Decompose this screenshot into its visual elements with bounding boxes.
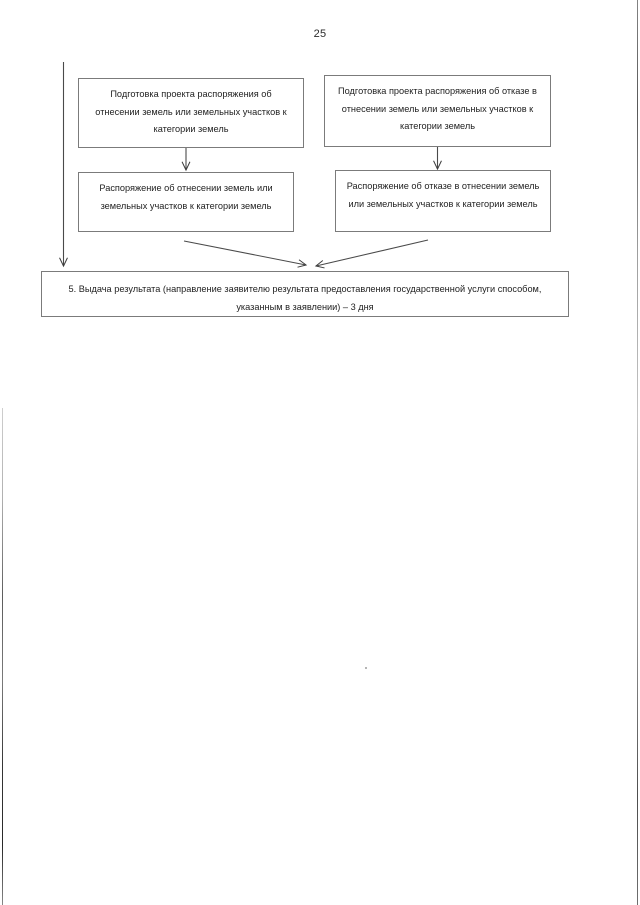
flowchart-node-prepare-assign: Подготовка проекта распоряжения об отнес…	[78, 78, 304, 148]
flowchart-node-order-refuse: Распоряжение об отказе в отнесении земел…	[335, 170, 551, 232]
page-number: 25	[313, 28, 327, 40]
refuse-to-result-arrow	[314, 239, 429, 269]
flowchart-node-text: Распоряжение об отказе в отнесении земел…	[346, 181, 540, 209]
scan-artifact-speck	[365, 667, 367, 669]
flowchart-node-text: Подготовка проекта распоряжения об отказ…	[338, 86, 537, 131]
flowchart-node-text: 5. Выдача результата (направление заявит…	[68, 284, 542, 312]
flowchart-node-result: 5. Выдача результата (направление заявит…	[41, 271, 569, 317]
flowchart-node-text: Распоряжение об отнесении земель или зем…	[99, 183, 273, 211]
flowchart-node-text: Подготовка проекта распоряжения об отнес…	[95, 89, 287, 134]
scan-artifact-left-edge	[2, 408, 3, 905]
flowchart-node-prepare-refuse: Подготовка проекта распоряжения об отказ…	[324, 75, 551, 147]
assign-to-result-arrow	[183, 240, 308, 268]
scan-artifact-right-edge	[637, 0, 638, 905]
flowchart-node-order-assign: Распоряжение об отнесении земель или зем…	[78, 172, 294, 232]
